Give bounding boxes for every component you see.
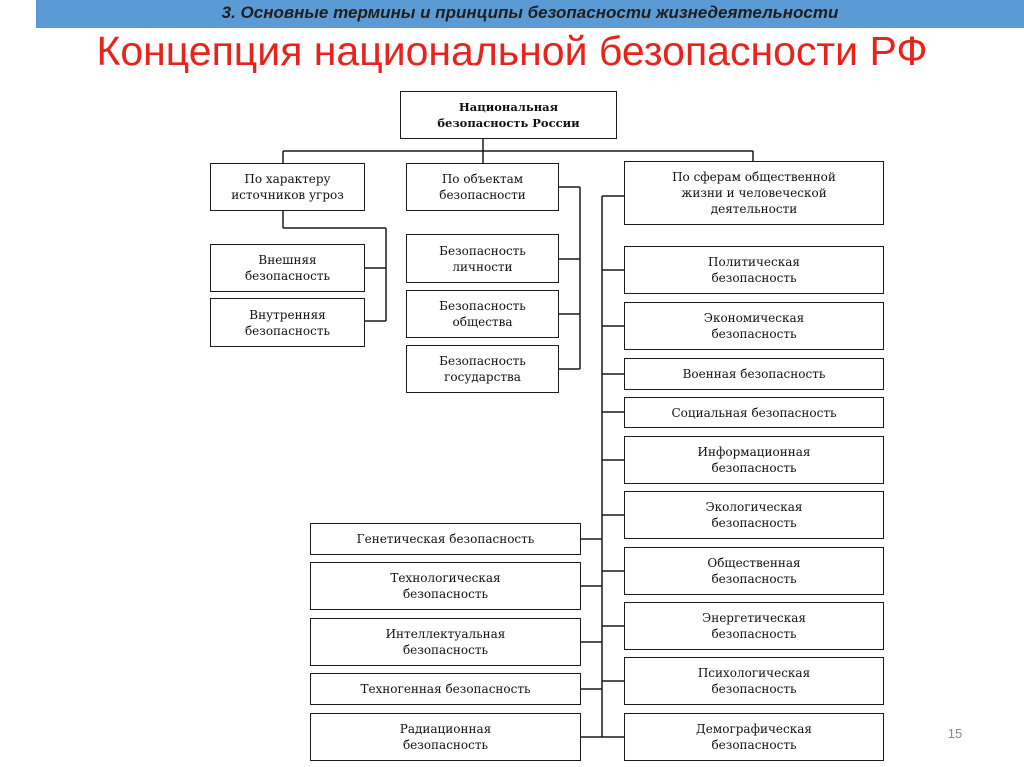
- node-technogenic-security: Техногенная безопасность: [310, 673, 581, 705]
- node-social-security: Социальная безопасность: [624, 397, 884, 428]
- node-demographic-security: Демографическая безопасность: [624, 713, 884, 761]
- node-economic-security: Экономическая безопасность: [624, 302, 884, 350]
- node-national-security: Национальная безопасность России: [400, 91, 617, 139]
- node-by-social-sphere: По сферам общественной жизни и человечес…: [624, 161, 884, 225]
- node-radiation-security: Радиационная безопасность: [310, 713, 581, 761]
- node-by-threat-source: По характеру источников угроз: [210, 163, 365, 211]
- node-military-security: Военная безопасность: [624, 358, 884, 390]
- node-personal-security: Безопасность личности: [406, 234, 559, 283]
- slide-title: Концепция национальной безопасности РФ: [96, 28, 928, 74]
- node-genetic-security: Генетическая безопасность: [310, 523, 581, 555]
- node-public-security: Общественная безопасность: [624, 547, 884, 595]
- node-ecological-security: Экологическая безопасность: [624, 491, 884, 539]
- node-society-security: Безопасность общества: [406, 290, 559, 338]
- node-political-security: Политическая безопасность: [624, 246, 884, 294]
- node-external-security: Внешняя безопасность: [210, 244, 365, 292]
- node-technological-security: Технологическая безопасность: [310, 562, 581, 610]
- node-intellectual-security: Интеллектуальная безопасность: [310, 618, 581, 666]
- node-state-security: Безопасность государства: [406, 345, 559, 393]
- page-number: 15: [947, 726, 963, 741]
- section-banner: 3. Основные термины и принципы безопасно…: [36, 0, 1024, 28]
- node-internal-security: Внутренняя безопасность: [210, 298, 365, 347]
- node-energy-security: Энергетическая безопасность: [624, 602, 884, 650]
- node-information-security: Информационная безопасность: [624, 436, 884, 484]
- node-psychological-security: Психологическая безопасность: [624, 657, 884, 705]
- section-subtitle: 3. Основные термины и принципы безопасно…: [221, 3, 839, 22]
- node-by-security-object: По объектам безопасности: [406, 163, 559, 211]
